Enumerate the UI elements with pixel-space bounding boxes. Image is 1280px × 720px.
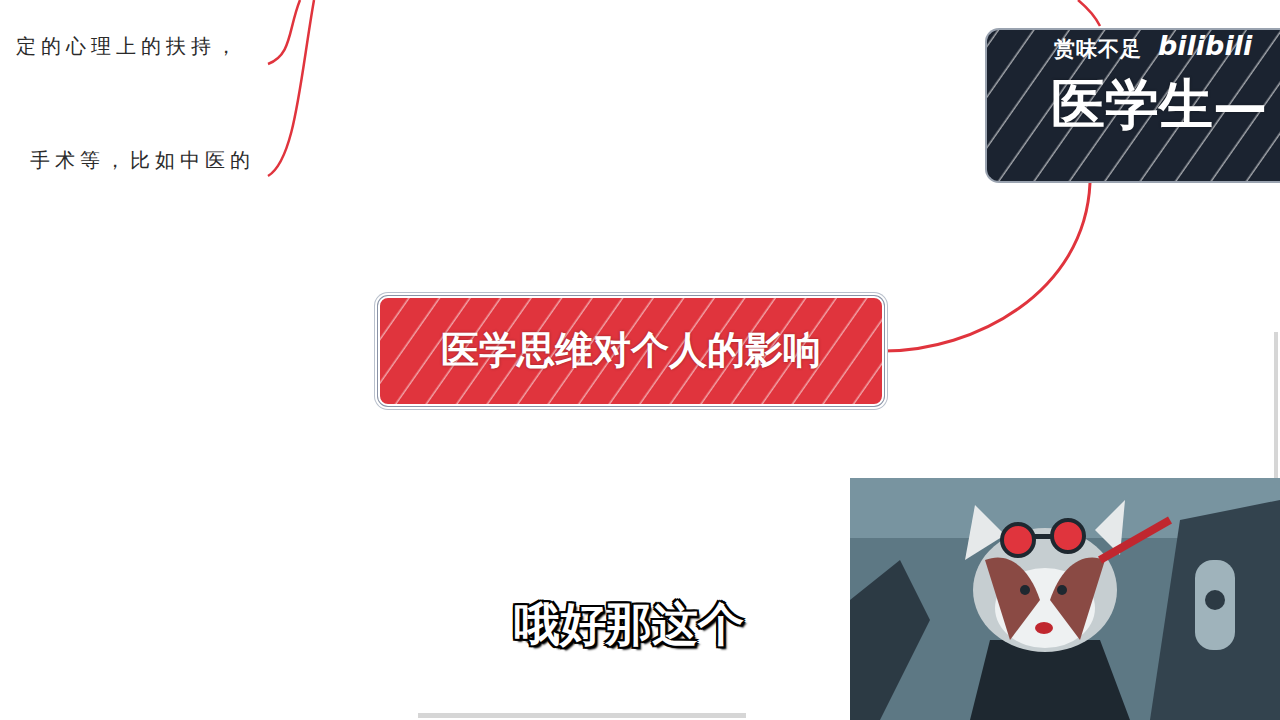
watermark: bilibili <box>1158 30 1252 61</box>
topic-box: 医学思维对个人的影响 <box>378 296 884 406</box>
node-text: 医学生— <box>1051 74 1267 136</box>
subtitle: 哦好那这个 <box>514 594 744 656</box>
scroll-bar <box>418 713 746 718</box>
note-text: 手术等，比如中医的 <box>30 147 255 174</box>
node-text: 医学思维对个人的影响 <box>441 329 821 373</box>
watermark: 赏味不足 <box>1054 35 1142 63</box>
red-panda-picture <box>850 478 1280 720</box>
scroll-bar <box>1274 332 1278 480</box>
bracket-line <box>268 0 300 64</box>
branch-line <box>1078 0 1100 26</box>
branch-connector <box>884 183 1090 351</box>
bracket-line <box>268 0 314 176</box>
note-text: 定的心理上的扶持， <box>16 33 241 60</box>
